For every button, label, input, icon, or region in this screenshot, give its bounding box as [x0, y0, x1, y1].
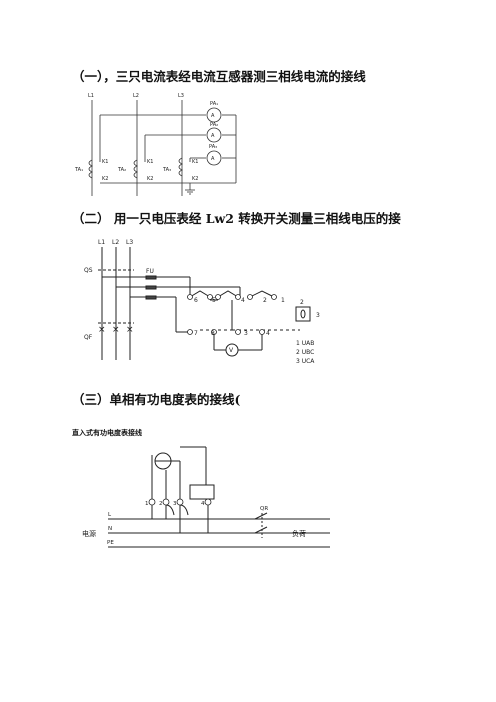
fig1-k2-3: K2 [192, 176, 198, 182]
fig1-ct-label-1: TA₁ [74, 167, 83, 173]
fig2-line-l2: L2 [112, 239, 119, 246]
fig2-qs-label: QS [84, 267, 93, 274]
svg-text:×: × [126, 325, 134, 335]
fig1-ct-label-2: TA₂ [117, 167, 126, 173]
fig2-contact-8: 8 [211, 330, 215, 337]
fig1-ammeter-label-2: PA₂ [210, 122, 218, 128]
fig2-contact-3: 3 [244, 330, 248, 337]
fig1-k2-2: K2 [147, 176, 153, 182]
fig2-contact-4b: 4 [266, 330, 270, 337]
fig1-k1-2: K1 [147, 159, 153, 165]
fig2-legend-3: 3 UCA [296, 358, 315, 365]
fig3-row-pe: PE [107, 540, 114, 546]
fig1-line-l3: L3 [178, 93, 184, 99]
fig3-terminal-2: 2 [159, 501, 163, 507]
fig2-voltmeter-symbol: V [229, 347, 234, 354]
section-heading-2: （二） 用一只电压表经 Lw2 转换开关测量三相线电压的接 [72, 211, 401, 226]
fig2-fu-label: FU [146, 268, 154, 275]
section-heading-1: （一），三只电流表经电流互感器测三相线电流的接线 [72, 69, 366, 84]
svg-text:×: × [112, 325, 120, 335]
fig3-terminal-1: 1 [145, 501, 149, 507]
fig3-load-label: 负荷 [292, 529, 306, 538]
fig2-contact-5: 5 [212, 297, 216, 304]
fig1-meter-a-2: A [211, 133, 215, 139]
fig1-line-l2: L2 [133, 93, 139, 99]
fig1-line-l1: L1 [88, 93, 94, 99]
fig3-qr-label: QR [260, 506, 268, 512]
fig1-ct-label-3: TA₃ [162, 167, 171, 173]
svg-text:×: × [98, 325, 106, 335]
fig1-meter-a-1: A [211, 113, 215, 119]
fig3-row-l: L [108, 512, 112, 518]
fig2-qf-label: QF [84, 334, 93, 341]
fig2-line-l3: L3 [126, 239, 133, 246]
fig1-k1-1: K1 [102, 159, 108, 165]
fig3-row-n: N [108, 526, 112, 532]
fig2-line-l1: L1 [98, 239, 105, 246]
figure-caption: 直入式有功电度表接线 [72, 429, 142, 437]
fig2-contact-1: 1 [281, 297, 285, 304]
fig3-source-label: 电源 [82, 529, 96, 538]
fig2-legend-1: 1 UAB [296, 340, 314, 347]
fig1-k1-3: K1 [192, 159, 198, 165]
fig2-switch-side: 3 [316, 312, 320, 319]
fig2-contact-6: 6 [194, 297, 198, 304]
fig2-legend-2: 2 UBC [296, 349, 314, 356]
fig1-k2-1: K2 [102, 176, 108, 182]
fig2-contact-4: 4 [241, 297, 245, 304]
section-heading-3: （三）单相有功电度表的接线( [72, 392, 241, 407]
fig2-contact-2: 2 [263, 297, 267, 304]
fig3-terminal-4: 4 [201, 501, 205, 507]
fig1-meter-a-3: A [211, 156, 215, 162]
fig1-ammeter-label-1: PA₁ [210, 101, 218, 107]
fig2-contact-7: 7 [194, 330, 198, 337]
fig2-switch-label: 2 [300, 299, 304, 306]
fig3-terminal-3: 3 [173, 501, 177, 507]
fig1-ammeter-label-3: PA₃ [209, 144, 217, 150]
